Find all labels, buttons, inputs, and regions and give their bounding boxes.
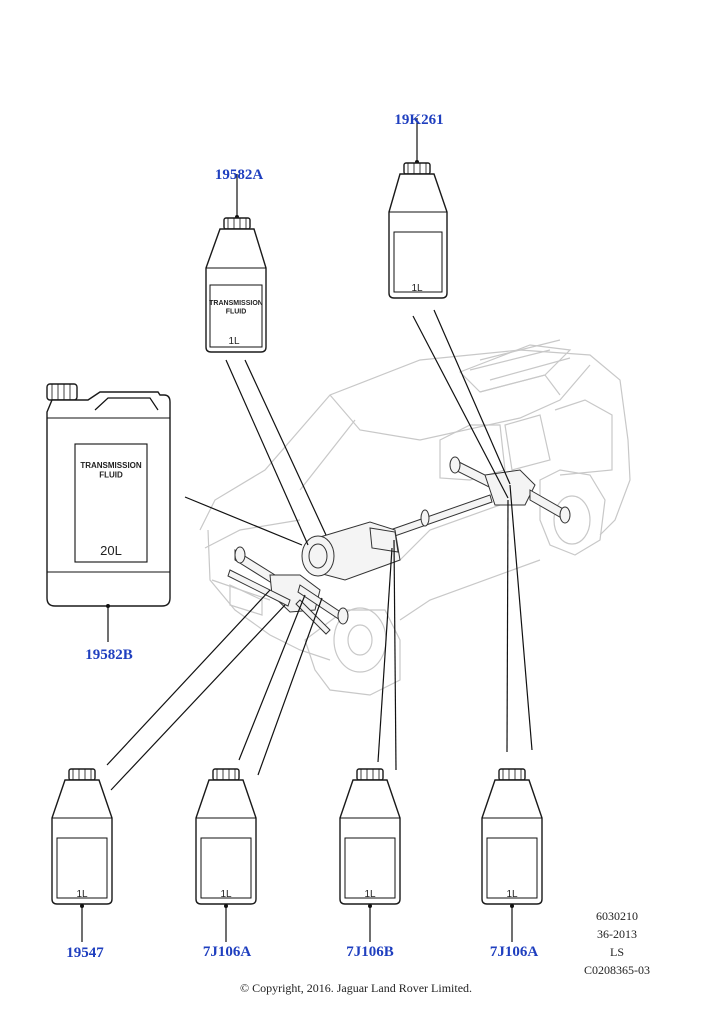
bottle-7j106a-2: 1L: [481, 768, 543, 908]
bottle-19547: 1L: [51, 768, 113, 908]
drivetrain: [227, 456, 571, 635]
reference-line-3: LS: [609, 945, 624, 959]
bottle-7j106a-1: 1L: [195, 768, 257, 908]
jerrycan-19582b-capacity: 20L: [100, 543, 122, 558]
copyright-notice: © Copyright, 2016. Jaguar Land Rover Lim…: [239, 981, 473, 995]
part-link-7j106a-1[interactable]: 7J106A: [203, 944, 252, 960]
label-line: FLUID: [99, 471, 123, 480]
part-link-19k261[interactable]: 19K261: [394, 112, 443, 128]
part-link-19547[interactable]: 19547: [66, 945, 104, 961]
bottle-19k261: 1L: [388, 160, 448, 299]
illustration-reference: 6030210 36-2013 LS C0208365-03: [584, 907, 650, 979]
reference-line-2: 36-2013: [597, 927, 637, 941]
bottle-7j106a-1-capacity: 1L: [220, 889, 232, 900]
part-link-19582b[interactable]: 19582B: [85, 647, 133, 663]
label-line: FLUID: [226, 308, 247, 315]
bottle-19k261-capacity: 1L: [411, 283, 423, 294]
reference-line-1: 6030210: [596, 909, 638, 923]
part-link-7j106b[interactable]: 7J106B: [346, 944, 394, 960]
bottle-19582a-capacity: 1L: [228, 336, 240, 347]
bottle-7j106b: 1L: [339, 768, 401, 908]
bottle-19547-capacity: 1L: [76, 889, 88, 900]
bottle-7j106a-2-capacity: 1L: [506, 889, 518, 900]
reference-line-4: C0208365-03: [584, 963, 650, 977]
leader-lines: [81, 118, 533, 942]
part-link-19582a[interactable]: 19582A: [215, 167, 264, 183]
bottle-7j106b-capacity: 1L: [364, 889, 376, 900]
part-link-7j106a-2[interactable]: 7J106A: [490, 944, 539, 960]
